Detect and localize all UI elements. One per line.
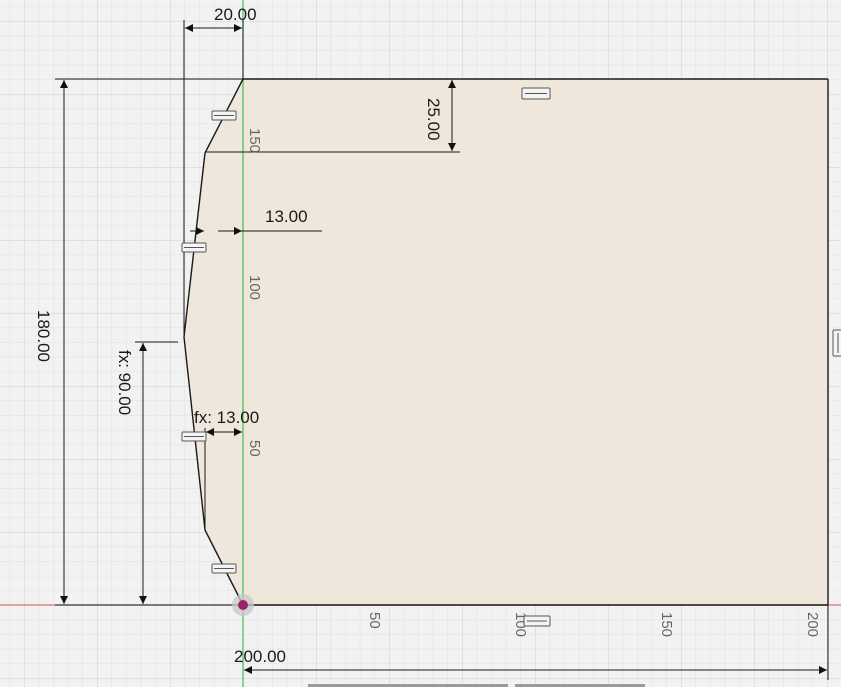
dimension-top-offset-label[interactable]: 25.00 (424, 98, 443, 141)
constraint-icon[interactable] (523, 615, 551, 627)
origin-point[interactable] (238, 600, 248, 610)
toolbar-strip (515, 684, 645, 687)
x-axis-label-50: 50 (366, 612, 383, 629)
dimension-top-offset[interactable] (205, 80, 460, 153)
dimension-top-width[interactable] (183, 20, 244, 337)
x-axis-label-200: 200 (804, 612, 821, 637)
constraint-icon[interactable] (181, 431, 207, 442)
dimension-mid-height-label[interactable]: fx: 90.00 (115, 350, 134, 415)
dimension-height-label[interactable]: 180.00 (34, 310, 53, 362)
dimension-upper-inset-label[interactable]: 13.00 (265, 207, 308, 226)
x-axis-label-150: 150 (658, 612, 675, 637)
constraint-icon[interactable] (211, 110, 237, 121)
dimension-height[interactable] (55, 78, 243, 606)
dimension-mid-height[interactable] (135, 341, 178, 604)
dimension-width-label[interactable]: 200.00 (234, 647, 286, 666)
y-axis-label-150: 150 (246, 128, 263, 153)
toolbar-strip (308, 684, 508, 687)
constraint-icon[interactable] (181, 242, 207, 253)
constraint-icon[interactable] (832, 329, 841, 357)
dimension-width[interactable] (244, 605, 829, 680)
dimension-lower-inset-label[interactable]: fx: 13.00 (194, 408, 259, 427)
constraint-icon[interactable] (521, 87, 551, 100)
dimension-top-width-label[interactable]: 20.00 (214, 5, 257, 24)
constraint-icon[interactable] (211, 563, 237, 574)
sketch-profile[interactable] (184, 79, 828, 605)
y-axis-label-50: 50 (246, 440, 263, 457)
y-axis-label-100: 100 (246, 275, 263, 300)
dimension-lower-inset[interactable] (204, 428, 242, 530)
